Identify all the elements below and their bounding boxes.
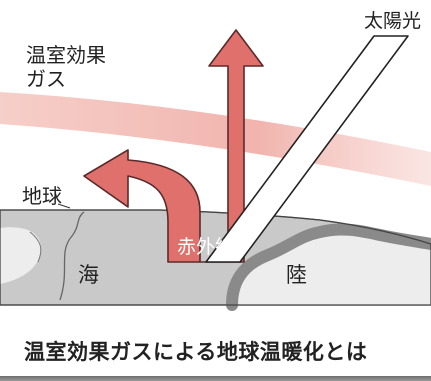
caption-bar: 温室効果ガスによる地球温暖化とは xyxy=(0,330,431,370)
sunlight-label: 太陽光 xyxy=(364,10,422,32)
surface-crack xyxy=(29,231,42,263)
leader-line xyxy=(57,203,71,209)
land-label: 陸 xyxy=(286,263,307,287)
sunlight-beam xyxy=(205,35,409,263)
land-area xyxy=(232,229,431,305)
infrared-arrow xyxy=(83,29,264,263)
figure-caption: 温室効果ガスによる地球温暖化とは xyxy=(24,340,368,364)
surface-crack xyxy=(59,211,85,301)
greenhouse-gas-label: 温室効果 ガス xyxy=(26,43,106,91)
sea-label: 海 xyxy=(78,263,99,287)
earth-outline xyxy=(0,209,431,306)
coastline xyxy=(226,223,431,311)
left-land xyxy=(0,227,41,284)
caption-rule xyxy=(0,376,431,381)
earth-label: 地球 xyxy=(22,184,62,208)
greenhouse-gas-band xyxy=(0,92,431,186)
infrared-label: 赤外線 xyxy=(177,236,235,258)
